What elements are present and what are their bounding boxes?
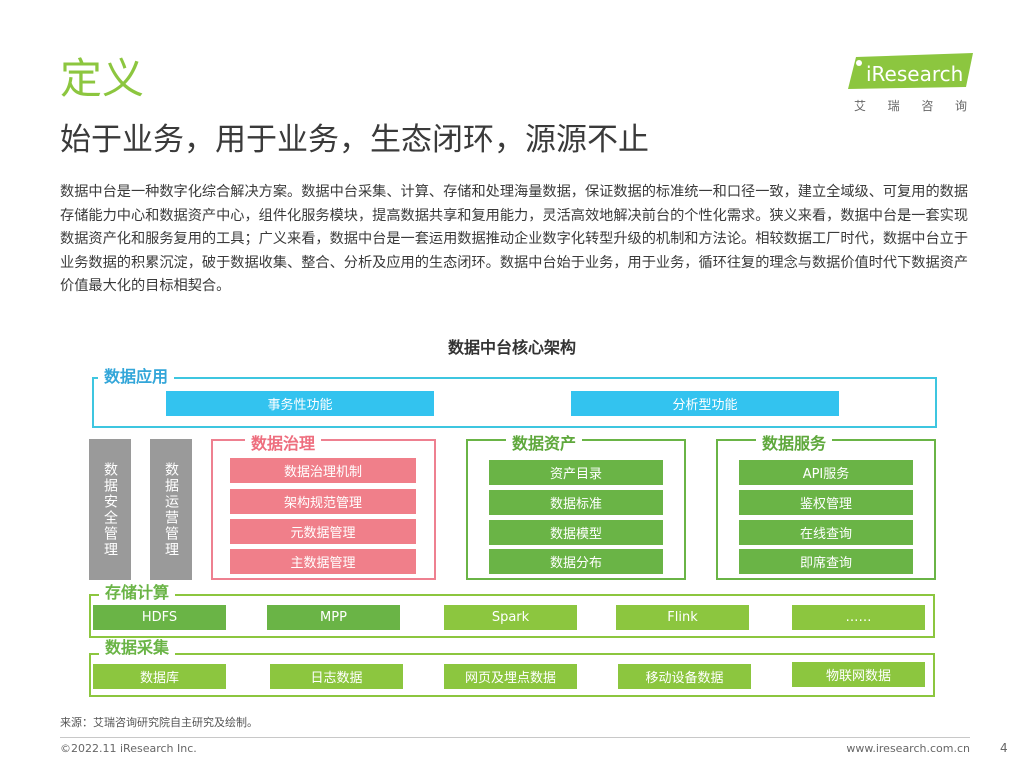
storage-frame [89,594,935,638]
governance-frame [211,439,436,580]
governance-label: 数据治理 [245,436,322,452]
storage-item: HDFS [93,605,226,630]
operation-management-column: 数据运营管理 [150,439,192,580]
storage-item: Flink [616,605,749,630]
assets-item: 数据分布 [489,549,663,574]
source-note: 来源：艾瑞咨询研究院自主研究及绘制。 [60,716,258,729]
logo-parallelogram-icon [848,53,973,89]
collection-label: 数据采集 [99,640,176,656]
storage-item: MPP [267,605,400,630]
app-item-transactional: 事务性功能 [166,391,434,416]
services-item: 鉴权管理 [739,490,913,515]
collection-item: 移动设备数据 [618,664,751,689]
footer-divider [60,737,970,738]
assets-label: 数据资产 [506,436,583,452]
logo-wordmark: iResearch [866,62,964,86]
definition-paragraph: 数据中台是一种数字化综合解决方案。数据中台采集、计算、存储和处理海量数据，保证数… [60,184,969,295]
assets-item: 数据标准 [489,490,663,515]
services-label: 数据服务 [756,436,833,452]
page-title: 定义 [60,54,145,103]
logo-char: 询 [954,99,967,113]
collection-item: 日志数据 [270,664,403,689]
storage-label: 存储计算 [99,585,176,601]
governance-item: 元数据管理 [230,519,416,544]
app-layer-frame [92,377,937,428]
services-item: API服务 [739,460,913,485]
diagram-title: 数据中台核心架构 [447,338,576,357]
app-item-analytical: 分析型功能 [571,391,839,416]
services-item: 即席查询 [739,549,913,574]
copyright: ©2022.11 iResearch Inc. [60,742,197,755]
operation-management-label: 数据运营管理 [163,461,179,558]
assets-item: 数据模型 [489,520,663,545]
logo-char: 瑞 [887,99,900,113]
collection-item: 数据库 [93,664,226,689]
iresearch-logo: iResearch 艾 瑞 咨 询 [848,53,973,115]
security-management-label: 数据安全管理 [102,461,118,558]
governance-item: 主数据管理 [230,549,416,574]
website-link[interactable]: www.iresearch.com.cn [846,742,970,755]
collection-item: 物联网数据 [792,662,925,687]
assets-item: 资产目录 [489,460,663,485]
storage-item: …… [792,605,925,630]
page-number: 4 [1000,741,1008,755]
app-layer-label: 数据应用 [98,369,175,385]
logo-char: 艾 [854,99,867,113]
collection-item: 网页及埋点数据 [444,664,577,689]
logo-char: 咨 [921,99,934,113]
collection-frame [89,653,935,697]
logo-chinese-name: 艾 瑞 咨 询 [848,97,973,114]
governance-item: 架构规范管理 [230,489,416,514]
storage-item: Spark [444,605,577,630]
governance-item: 数据治理机制 [230,458,416,483]
security-management-column: 数据安全管理 [89,439,131,580]
page-subtitle: 始于业务，用于业务，生态闭环，源源不止 [60,122,649,158]
services-item: 在线查询 [739,520,913,545]
